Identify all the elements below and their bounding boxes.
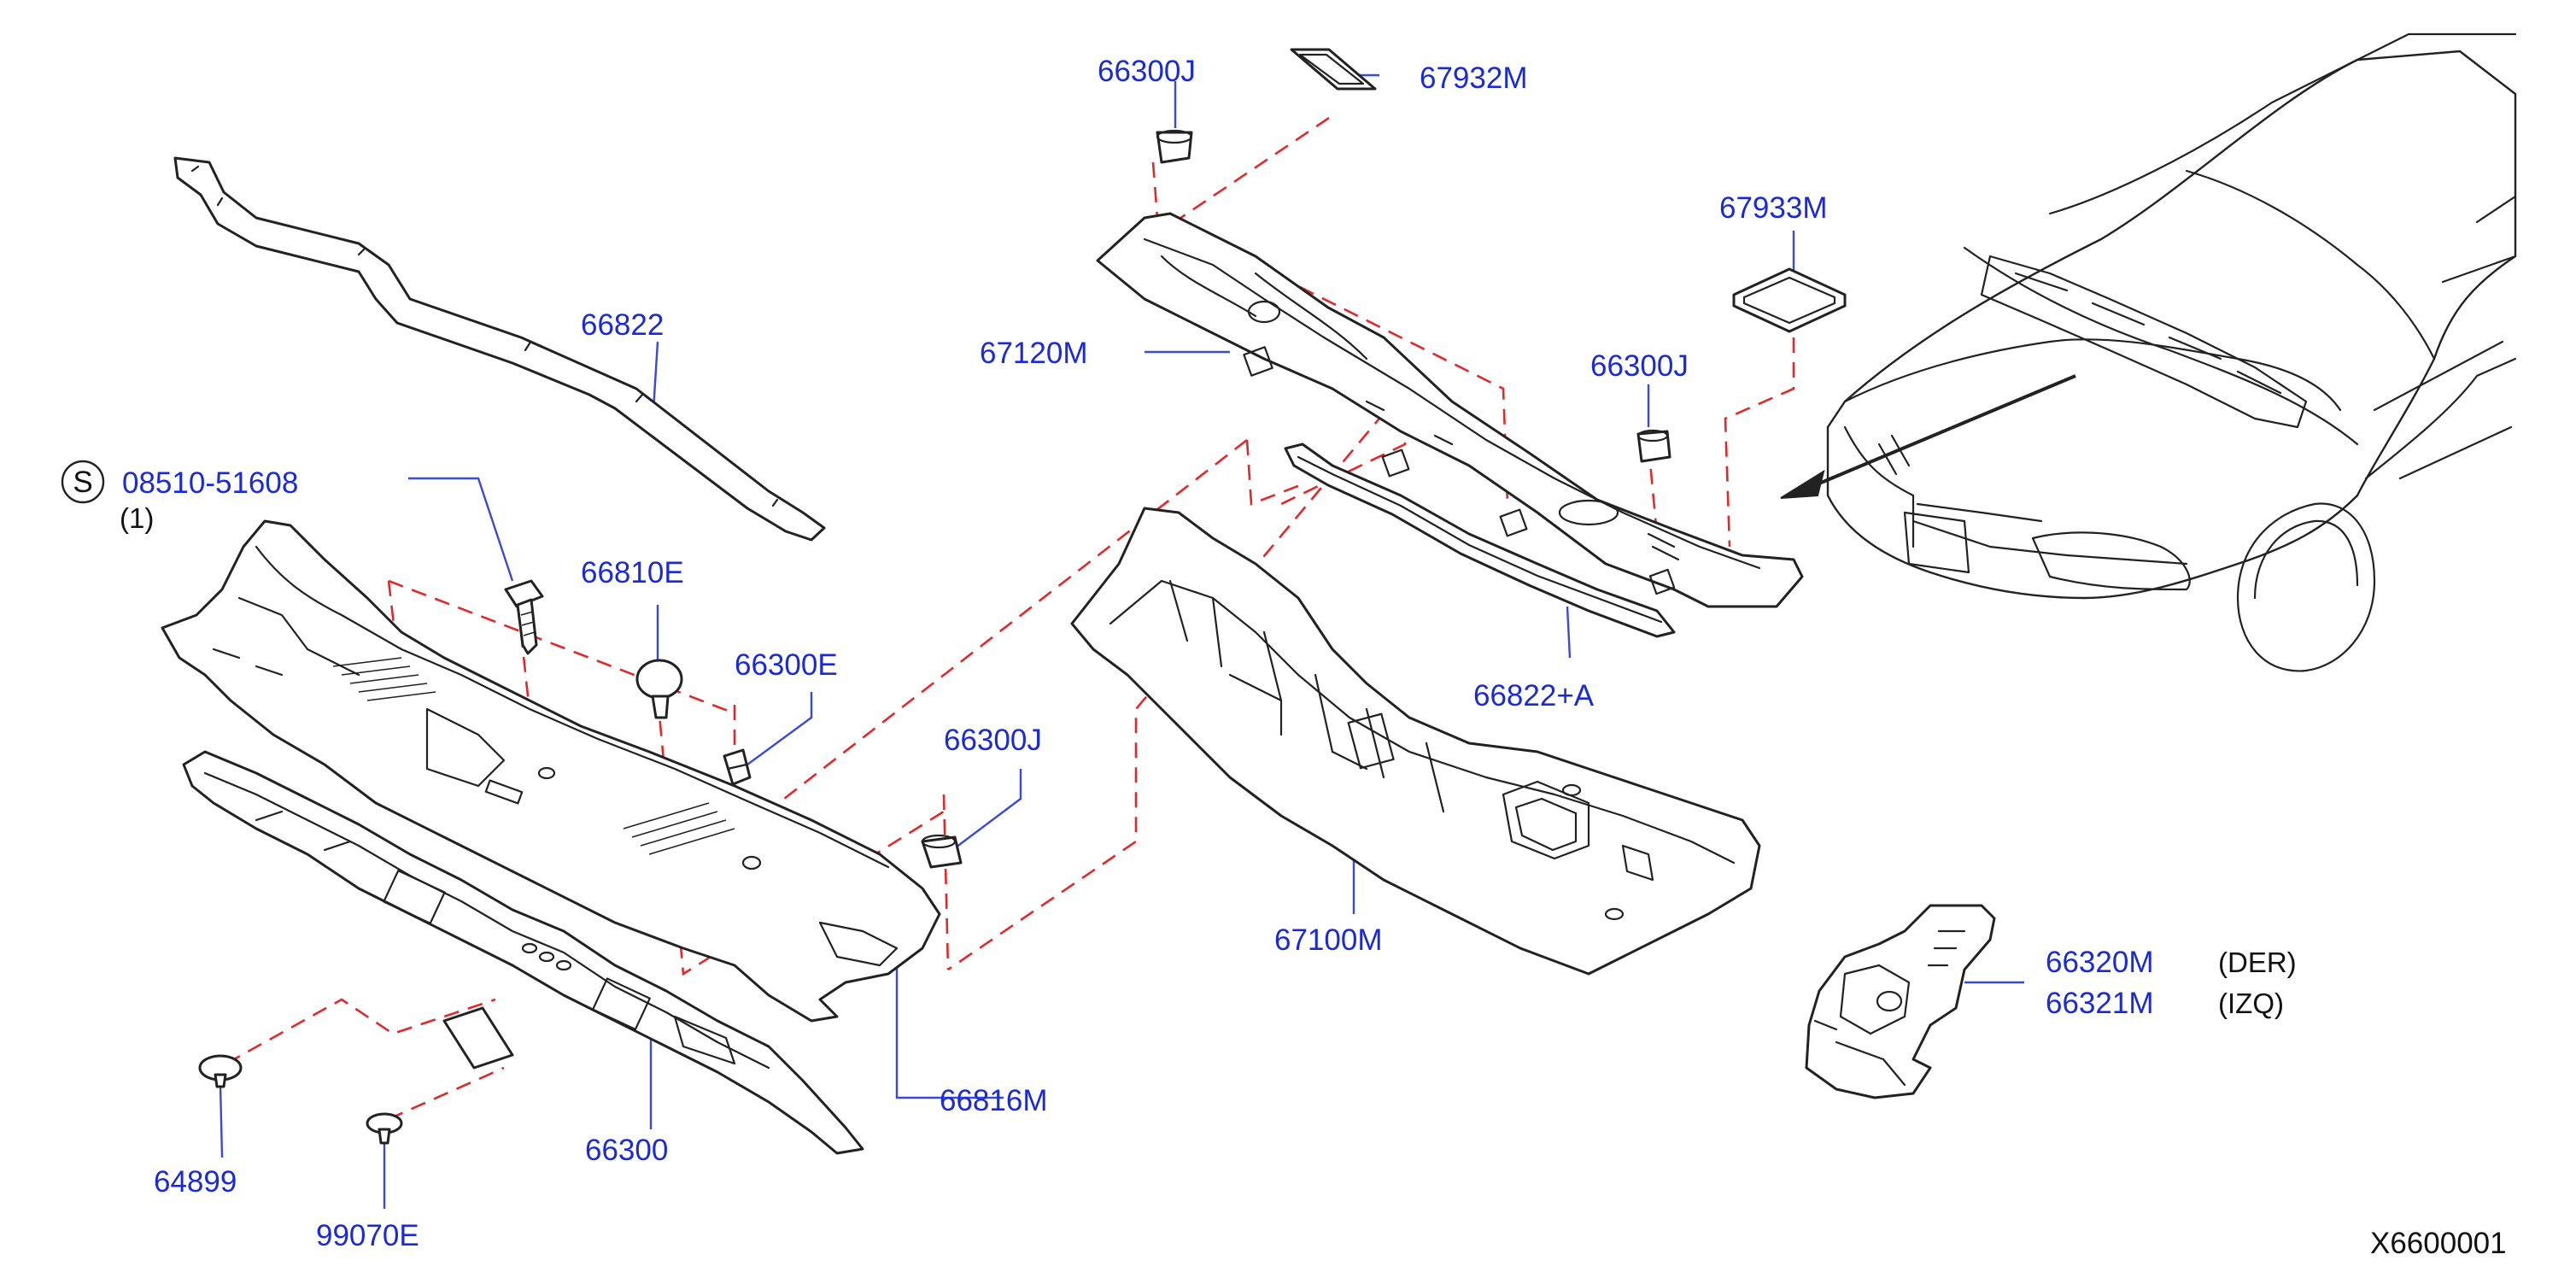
label-66300J-center: 66300J	[944, 724, 1042, 757]
vehicle-illustration	[1826, 32, 2517, 672]
label-izq: (IZQ)	[2218, 988, 2284, 1019]
label-66816M: 66816M	[940, 1084, 1047, 1117]
part-66822-rail	[173, 156, 826, 542]
clip-99070E	[366, 1112, 403, 1145]
part-67933M-gasket	[1732, 267, 1847, 333]
label-66320M: 66320M	[2046, 946, 2153, 979]
part-66822A-strip	[1284, 443, 1676, 638]
label-66822A: 66822+A	[1473, 679, 1595, 712]
clip-66810E	[635, 659, 683, 719]
location-arrow	[1780, 374, 2076, 499]
label-64899: 64899	[154, 1165, 237, 1199]
part-plate	[442, 1006, 514, 1070]
label-99070E: 99070E	[316, 1219, 419, 1252]
label-66321M: 66321M	[2046, 987, 2153, 1020]
label-66822: 66822	[581, 308, 664, 342]
clip-66300E	[723, 748, 752, 786]
diagram-code: X6600001	[2370, 1227, 2507, 1260]
grommet-64899	[198, 1054, 243, 1088]
part-67932M-gasket	[1290, 48, 1377, 91]
part-66300-cowl-bar	[182, 750, 864, 1155]
label-der: (DER)	[2218, 947, 2297, 978]
clip-66300J-top	[1156, 129, 1193, 164]
label-67120M: 67120M	[980, 337, 1087, 370]
label-66300E: 66300E	[735, 648, 838, 682]
label-66300J-top: 66300J	[1098, 55, 1196, 88]
assembly-dash-lines	[225, 116, 1795, 1121]
label-08510-51608: 08510-51608	[122, 466, 298, 500]
part-67100M-dash-panel	[1070, 507, 1761, 976]
label-66300J-right: 66300J	[1590, 349, 1689, 383]
label-66300: 66300	[585, 1134, 668, 1167]
clip-66300J-right	[1636, 429, 1671, 463]
standard-part-letter: S	[73, 466, 92, 499]
clip-66300J-center	[921, 834, 963, 869]
standard-part-symbol	[61, 460, 105, 504]
label-66810E: 66810E	[581, 556, 684, 589]
bolt-08510-51608	[504, 579, 544, 655]
label-67933M: 67933M	[1719, 191, 1827, 225]
label-67932M: 67932M	[1420, 62, 1527, 95]
part-66816M-cowl-panel	[161, 519, 941, 1023]
part-66320M-bracket	[1805, 904, 1996, 1099]
part-labels: 66300J 67932M 67933M 66822 67120M 66300J…	[61, 55, 2507, 1260]
leader-lines	[219, 73, 2024, 1209]
label-67100M: 67100M	[1274, 923, 1382, 957]
part-67120M-cowl-top	[1096, 212, 1804, 608]
label-08510-qty: (1)	[120, 502, 154, 534]
